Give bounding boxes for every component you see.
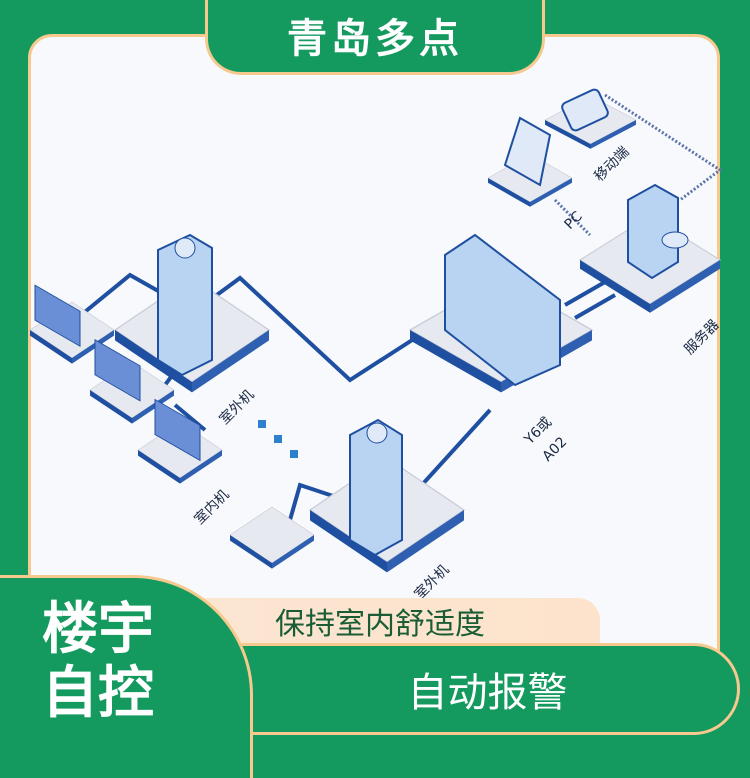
network-diagram: 移动端 PC 服务器 Y6或 A02 室外机 室内机 室外机 (29, 88, 723, 603)
page-title: 青岛多点 (287, 15, 463, 62)
badge-line-2: 自控 (42, 661, 154, 726)
label-controller-2: A02 (540, 434, 571, 465)
label-mobile: 移动端 (592, 144, 633, 185)
pc-node (487, 116, 573, 208)
title-banner: 青岛多点 (205, 0, 545, 75)
feature-text: 自动报警 (407, 670, 568, 716)
indoor-units (29, 284, 315, 569)
badge-text: 楼宇 自控 (42, 598, 154, 726)
outdoor-unit-1 (114, 233, 270, 394)
wireless-links (553, 93, 723, 237)
feature-banner: 自动报警 (195, 643, 740, 735)
ellipsis-dots (258, 420, 298, 458)
category-badge: 楼宇 自控 (0, 575, 253, 778)
caption-text: 保持室内舒适度 (275, 607, 485, 642)
outdoor-unit-2 (309, 418, 465, 574)
label-server: 服务器 (682, 317, 723, 358)
badge-line-1: 楼宇 (42, 597, 154, 662)
controller-y6 (409, 233, 593, 394)
label-indoor: 室内机 (191, 486, 233, 528)
label-outdoor-2: 室外机 (411, 561, 453, 603)
label-pc: PC (562, 208, 586, 232)
mobile-node (544, 88, 637, 150)
label-outdoor-1: 室外机 (216, 386, 258, 428)
server-node (579, 183, 721, 314)
